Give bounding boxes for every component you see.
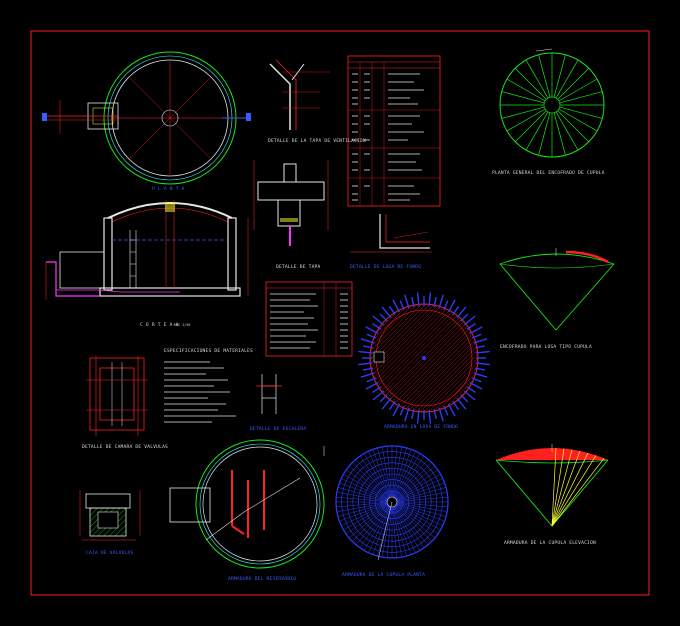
- section-scale: ESC 1/50: [174, 323, 190, 327]
- reservoir-plan: [42, 51, 251, 185]
- valve-box-detail: [79, 490, 141, 541]
- valve-chamber-detail: [86, 356, 148, 436]
- dome-formwork-title: ENCOFRADO PARA LOSA TIPO CUPULA: [500, 344, 592, 350]
- dome-plan-title: PLANTA GENERAL DEL ENCOFRADO DE CUPULA: [492, 170, 605, 176]
- valve-box-title: CAJA DE VALVULAS: [86, 550, 133, 556]
- base-title: DETALLE DE LOSA DE FONDO: [350, 264, 421, 270]
- dome-section-rebar-title: ARMADURA DE LA CUPULA ELEVACION: [504, 540, 596, 546]
- bottom-plan-title: ARMADURA DEL RESERVORIO: [228, 576, 296, 582]
- dome-formwork-sector: [499, 248, 615, 331]
- dome-section-rebar: [495, 444, 609, 527]
- ladder-detail: [256, 374, 282, 414]
- plan-title: P L A N T A: [152, 186, 185, 192]
- ventilation-title: DETALLE DE LA TAPA DE VENTILACION: [268, 138, 366, 144]
- slab-rebar-plan: [358, 292, 490, 424]
- spec-heading: ESPECIFICACIONES DE MATERIALES: [164, 348, 253, 354]
- dome-formwork-plan: [499, 48, 605, 158]
- slab-rebar-title: ARMADURA EN LOSA DE FONDO: [384, 424, 458, 430]
- spec-notes: [164, 361, 236, 423]
- unit-title: DETALLE DE CAMARA DE VALVULAS: [82, 444, 168, 450]
- cover-detail: [253, 160, 329, 246]
- reservoir-section: [45, 200, 249, 300]
- quantities-table: [265, 281, 353, 357]
- dome-rebar-plan: [335, 445, 449, 561]
- section-title: C O R T E A-A: [140, 322, 179, 328]
- ventilation-detail: [269, 59, 330, 130]
- base-detail: [350, 214, 432, 253]
- sheet-border: [30, 30, 650, 596]
- ladder-title: DETALLE DE ESCALERA: [250, 426, 306, 432]
- cover-title: DETALLE DE TAPA: [276, 264, 321, 270]
- reservoir-rebar-plan: [169, 439, 325, 569]
- materials-table: [347, 55, 441, 207]
- dome-rebar-title: ARMADURA DE LA CUPULA PLANTA: [342, 572, 425, 578]
